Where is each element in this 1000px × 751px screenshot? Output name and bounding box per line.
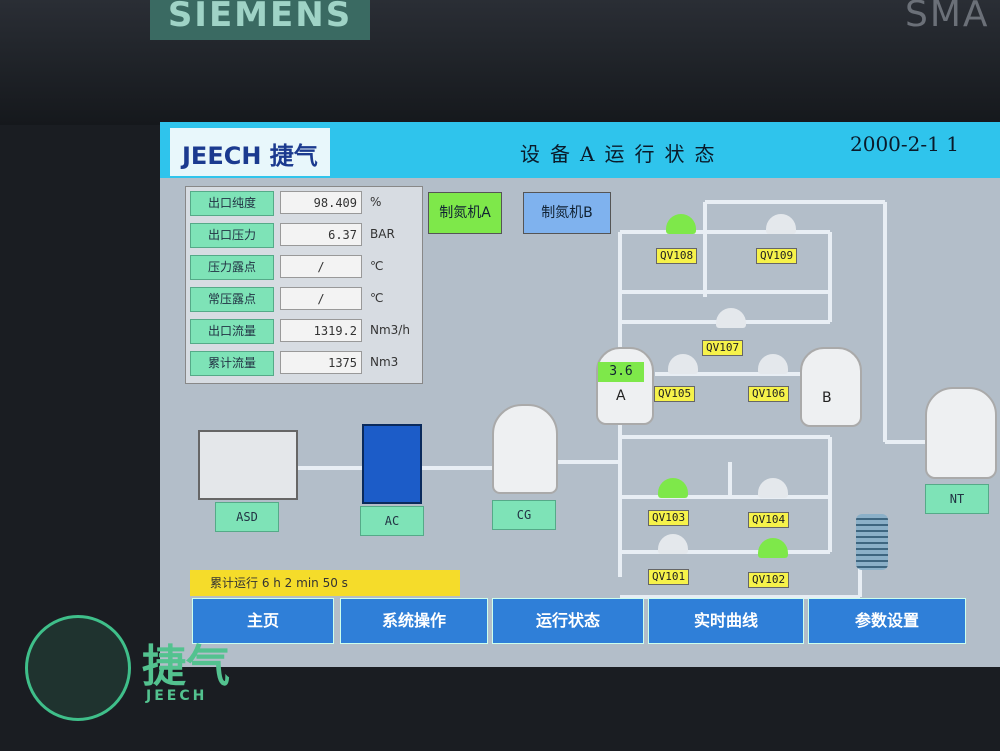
nt-label: NT: [925, 484, 989, 514]
valve-tag-qv105[interactable]: QV105: [654, 386, 696, 402]
reading-unit: %: [370, 195, 382, 209]
reading-value: 1319.2: [280, 319, 362, 342]
adsorber-a-label: A: [616, 388, 626, 404]
reading-unit: ℃: [370, 291, 384, 305]
valve-tag-qv106[interactable]: QV106: [748, 386, 790, 402]
valve-icon-open[interactable]: [666, 214, 696, 234]
watermark-logo-icon: [25, 615, 131, 721]
title-bar: JEECH 捷气 设备A运行状态 2000-2-1 1: [160, 122, 1000, 178]
cg-tank: [492, 404, 558, 494]
nitrogen-tank: [925, 387, 997, 479]
valve-tag-qv103[interactable]: QV103: [648, 510, 690, 526]
nav-parameter-settings-button[interactable]: 参数设置: [808, 598, 966, 644]
asd-dryer-unit: [198, 430, 298, 500]
nav-home-button[interactable]: 主页: [192, 598, 334, 644]
hmi-screen: JEECH 捷气 设备A运行状态 2000-2-1 1 出口纯度 98.409 …: [160, 122, 1000, 667]
nitrogen-generator-a-button[interactable]: 制氮机A: [428, 192, 502, 234]
reading-label: 出口压力: [190, 223, 274, 248]
adsorber-a-level: 3.6: [598, 362, 644, 382]
reading-unit: Nm3: [370, 355, 399, 369]
adsorber-tank-b: [800, 347, 862, 427]
valve-tag-qv101[interactable]: QV101: [648, 569, 690, 585]
logo-text: JEECH 捷气: [182, 142, 318, 170]
nav-run-status-button[interactable]: 运行状态: [492, 598, 644, 644]
datetime-display: 2000-2-1 1: [850, 132, 959, 156]
reading-unit: Nm3/h: [370, 323, 410, 337]
nav-system-operation-button[interactable]: 系统操作: [340, 598, 488, 644]
valve-icon-closed[interactable]: [758, 478, 788, 498]
reading-value: /: [280, 287, 362, 310]
reading-label: 常压露点: [190, 287, 274, 312]
valve-icon-closed[interactable]: [716, 308, 746, 328]
valve-icon-closed[interactable]: [668, 354, 698, 374]
runtime-counter: 累计运行 6 h 2 min 50 s: [190, 570, 460, 596]
reading-label: 出口纯度: [190, 191, 274, 216]
reading-label: 累计流量: [190, 351, 274, 376]
page-title: 设备A运行状态: [520, 142, 725, 166]
air-compressor-unit: [362, 424, 422, 504]
valve-tag-qv108[interactable]: QV108: [656, 248, 698, 264]
cg-label: CG: [492, 500, 556, 530]
valve-tag-qv102[interactable]: QV102: [748, 572, 790, 588]
readings-panel: 出口纯度 98.409 % 出口压力 6.37 BAR 压力露点 / ℃ 常压露…: [185, 186, 423, 384]
valve-icon-closed[interactable]: [658, 534, 688, 554]
reading-label: 压力露点: [190, 255, 274, 280]
valve-tag-qv107[interactable]: QV107: [702, 340, 744, 356]
nav-realtime-curve-button[interactable]: 实时曲线: [648, 598, 804, 644]
reading-unit: ℃: [370, 259, 384, 273]
watermark-subtext: JEECH: [146, 688, 208, 704]
adsorber-tank-a: [596, 347, 654, 425]
siemens-brand-label: SIEMENS: [150, 0, 370, 40]
reading-value: 6.37: [280, 223, 362, 246]
valve-icon-open[interactable]: [758, 538, 788, 558]
valve-tag-qv104[interactable]: QV104: [748, 512, 790, 528]
reading-value: /: [280, 255, 362, 278]
valve-icon-closed[interactable]: [758, 354, 788, 374]
reading-unit: BAR: [370, 227, 395, 241]
jeech-logo: JEECH 捷气: [170, 128, 330, 176]
heat-exchanger-coil: [856, 514, 888, 570]
reading-label: 出口流量: [190, 319, 274, 344]
nitrogen-generator-b-button[interactable]: 制氮机B: [523, 192, 611, 234]
valve-icon-closed[interactable]: [766, 214, 796, 234]
reading-value: 1375: [280, 351, 362, 374]
simatic-brand-label: SMA: [905, 0, 990, 35]
asd-label: ASD: [215, 502, 279, 532]
watermark-text: 捷气: [142, 641, 230, 692]
reading-value: 98.409: [280, 191, 362, 214]
valve-icon-open[interactable]: [658, 478, 688, 498]
ac-label: AC: [360, 506, 424, 536]
adsorber-b-label: B: [822, 390, 832, 406]
valve-tag-qv109[interactable]: QV109: [756, 248, 798, 264]
